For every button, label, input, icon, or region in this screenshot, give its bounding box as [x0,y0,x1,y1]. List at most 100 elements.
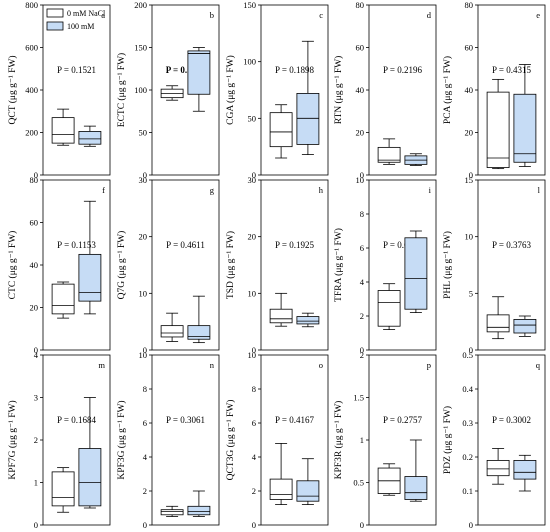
box-iqr [377,146,401,163]
y-tick-label: 1 [360,435,364,445]
panel-letter: a [101,10,105,20]
box-control [51,108,75,146]
panel-letter: g [210,185,215,195]
y-tick-label: 100 [134,85,147,95]
p-value: P = 0.1153 [57,240,96,250]
y-axis-label: TSD (μg g⁻¹ FW) [225,231,236,299]
y-axis-label: KPF3G (μg g⁻¹ FW) [116,400,127,479]
y-axis-label: CGA (μg g⁻¹ FW) [225,55,236,125]
y-tick-label: 0.4 [462,384,473,394]
y-tick-label: 80 [465,0,474,10]
panel-frame [260,4,329,176]
y-tick-label: 6 [143,418,147,428]
box-salt [78,397,102,509]
p-value: P = 0.1521 [57,65,96,75]
box-control [160,85,184,101]
p-value: P = 0.3061 [166,415,205,425]
panel-frame [260,179,329,351]
panel-letter: c [319,10,323,20]
box-iqr [296,480,320,502]
box-iqr [160,325,184,338]
box-control [51,281,75,319]
p-value: P = 0.4611 [166,240,205,250]
box-iqr [486,91,510,168]
panel-letter: o [319,360,323,370]
y-tick-label: 40 [30,260,39,270]
box-iqr [296,316,320,325]
y-tick-label: 150 [134,43,147,53]
box-iqr [51,117,75,144]
box-iqr [486,459,510,477]
panel-letter: d [427,10,432,20]
y-tick-label: 0 [252,345,256,355]
y-tick-label: 30 [139,175,148,185]
y-axis-label: QCT (μg g⁻¹ FW) [7,56,18,125]
y-tick-label: 50 [248,113,257,123]
y-tick-label: 0 [360,170,364,180]
y-tick-label: 0 [469,170,473,180]
box-control [377,463,401,496]
box-control [51,467,75,513]
box-salt [187,295,211,344]
y-tick-label: 8 [360,209,364,219]
box-iqr [513,318,537,334]
y-tick-label: 1.5 [353,393,364,403]
panel-letter: l [538,185,541,195]
y-tick-label: 3 [34,393,38,403]
box-control [269,442,293,506]
box-iqr [187,50,211,95]
y-tick-label: 30 [248,175,257,185]
y-tick-label: 20 [248,232,257,242]
y-tick-label: 5 [469,288,473,298]
y-tick-label: 0 [34,170,38,180]
y-tick-label: 60 [30,218,39,228]
y-tick-label: 600 [25,43,38,53]
y-tick-label: 0.5 [462,350,473,360]
y-axis-label: RTN (μg g⁻¹ FW) [333,56,344,125]
y-tick-label: 6 [252,418,256,428]
box-iqr [160,509,184,516]
box-iqr [296,93,320,145]
box-iqr [51,283,75,315]
y-tick-label: 0 [143,170,147,180]
y-tick-label: 1 [34,478,38,488]
y-axis-label: KPF3R (μg g⁻¹ FW) [333,401,344,480]
y-tick-label: 100 [243,57,256,67]
box-control [486,78,510,170]
y-axis-label: KPF7G (μg g⁻¹ FW) [7,400,18,479]
panel-letter: f [102,185,105,195]
box-iqr [269,308,293,324]
y-axis-label: QCT3G (μg g⁻¹ FW) [225,400,236,481]
y-tick-label: 0.2 [462,452,473,462]
y-tick-label: 200 [25,128,38,138]
box-salt [187,490,211,517]
box-salt [296,458,320,506]
box-control [486,448,510,485]
p-value: P = 0.4315 [492,65,531,75]
legend-label: 100 mM [67,22,94,31]
y-axis-label: CTC (μg g⁻¹ FW) [7,231,18,300]
panel-frame [477,179,546,351]
box-iqr [269,112,293,148]
box-salt [513,315,537,337]
y-tick-label: 2 [143,486,147,496]
panel-letter: m [98,360,105,370]
y-tick-label: 20 [139,232,148,242]
p-value: P = 0.1925 [275,240,314,250]
y-tick-label: 2 [360,311,364,321]
box-iqr [377,290,401,327]
box-control [269,292,293,327]
y-tick-label: 4 [143,452,148,462]
box-salt [296,312,320,328]
panel-letter: h [319,185,324,195]
y-tick-label: 4 [360,277,365,287]
